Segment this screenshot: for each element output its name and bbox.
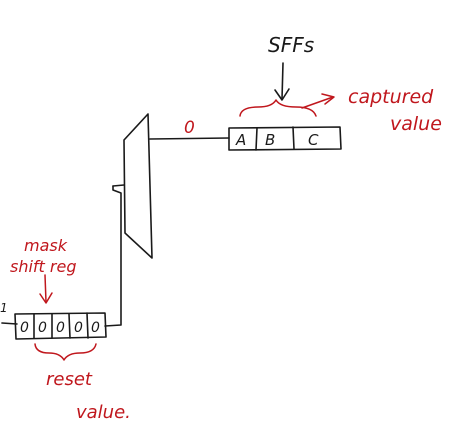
mask-label: mask	[24, 236, 68, 255]
mask-cell-5: 0	[91, 320, 100, 336]
sff-register: A B C	[228, 126, 342, 151]
mask-cell-1: 0	[20, 320, 29, 336]
sff-cell-c: C	[308, 131, 319, 149]
sff-cell-b: B	[265, 131, 275, 149]
sff-brace	[239, 99, 317, 117]
mask-cell-3: 0	[56, 320, 65, 336]
captured-label: captured	[348, 86, 434, 108]
mask-cell-2: 0	[38, 320, 47, 336]
sff-cell-a: A	[235, 131, 246, 149]
mux-block	[123, 113, 153, 259]
mux-input-stub	[112, 184, 125, 187]
reset-value-label: value.	[76, 402, 131, 423]
captured-arrow	[301, 93, 335, 109]
reset-label: reset	[46, 369, 93, 390]
sffs-label: SFFs	[268, 33, 314, 57]
captured-value-label: value	[390, 113, 442, 135]
input-mark: 1	[0, 301, 8, 315]
wire-value-label: 0	[184, 118, 195, 138]
shift-reg-label: shift reg	[10, 257, 77, 276]
mux-output-wire	[149, 137, 230, 140]
mask-brace	[34, 343, 97, 361]
mask-register: 0 0 0 0 0	[14, 312, 107, 340]
sffs-arrow	[274, 62, 290, 101]
input-wire	[1, 322, 18, 325]
feed-wire	[104, 185, 122, 327]
mask-arrow	[39, 274, 53, 304]
mask-cell-4: 0	[74, 320, 83, 336]
